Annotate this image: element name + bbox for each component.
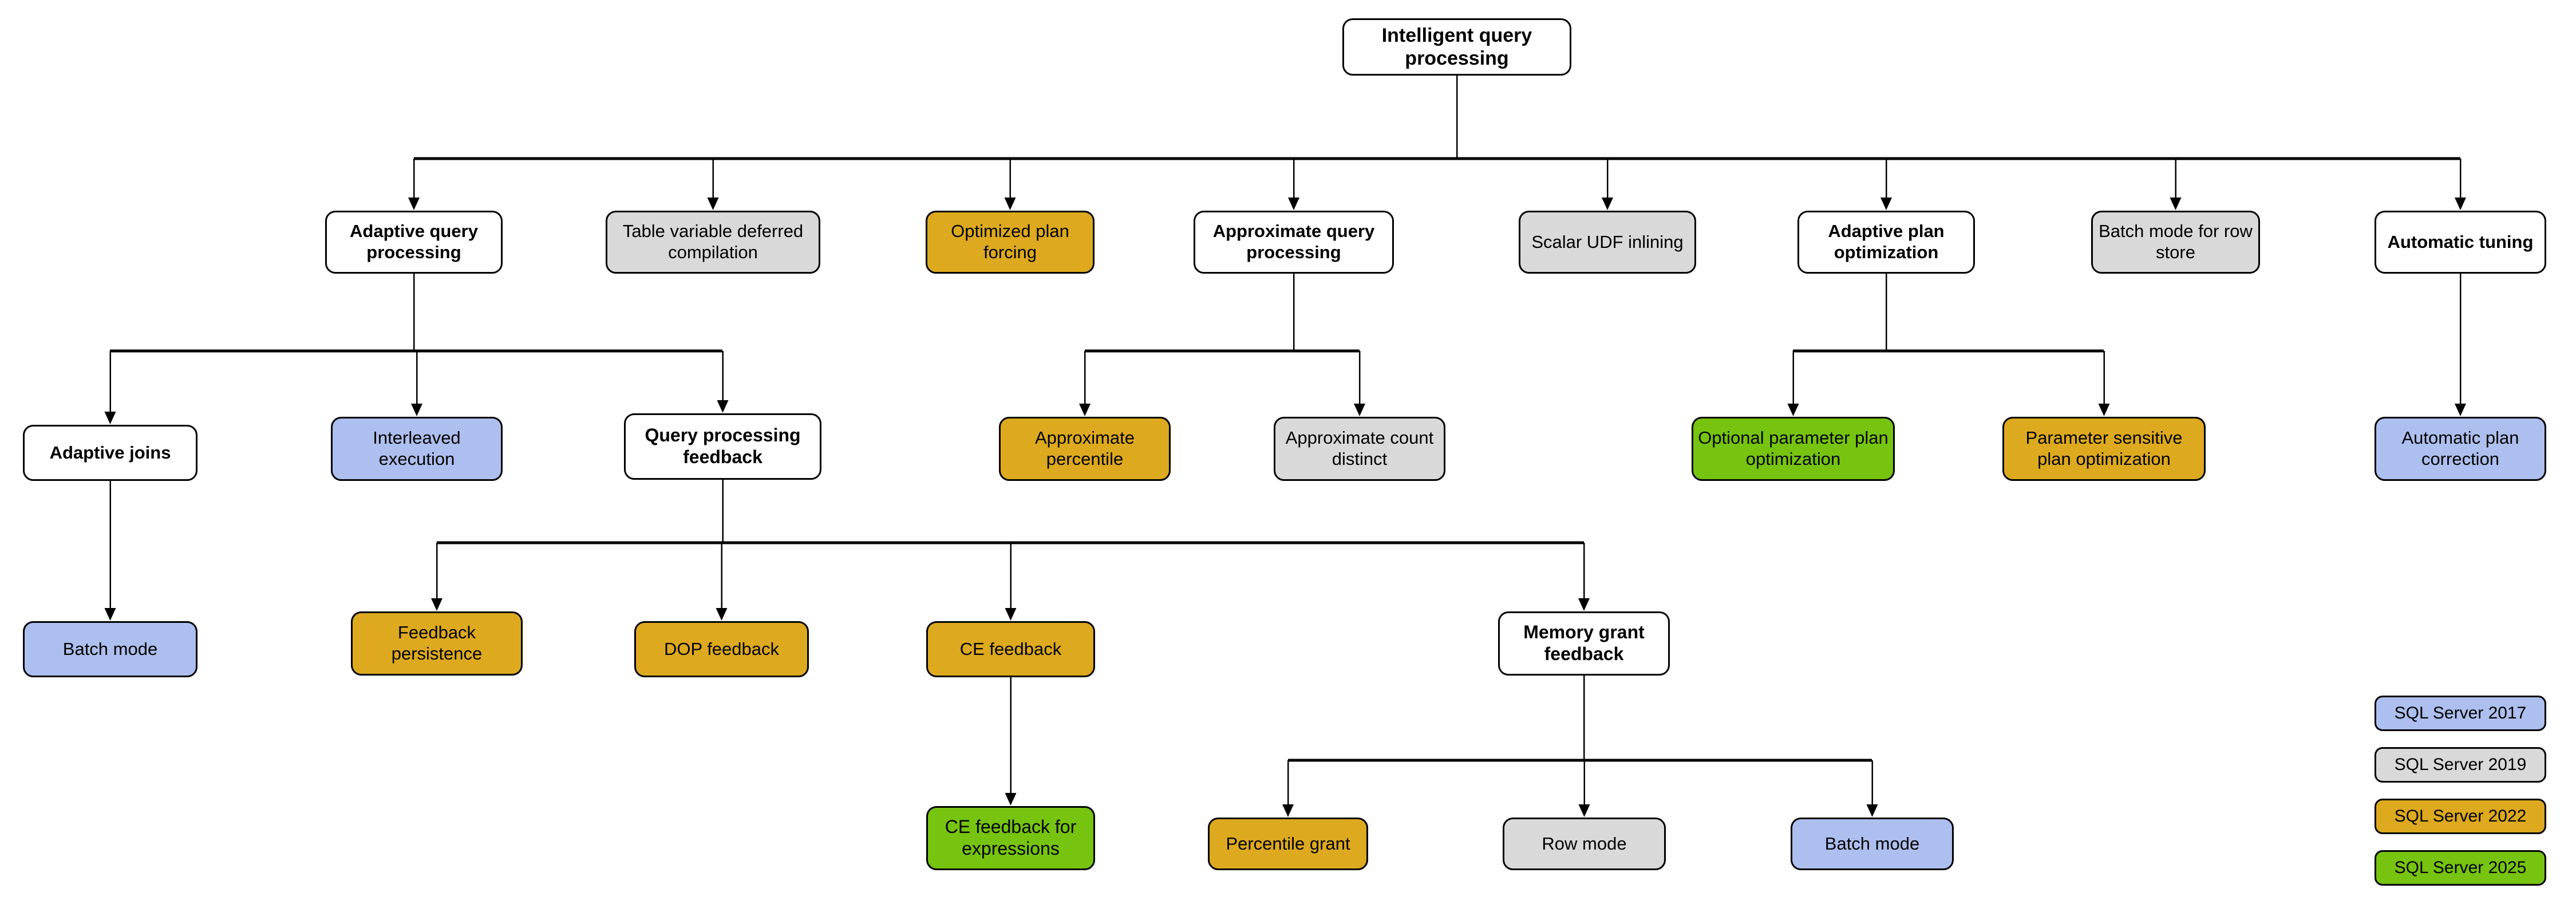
- arrow-head: [1005, 608, 1017, 621]
- node-apct[interactable]: Approximate percentile: [999, 417, 1171, 481]
- node-label: Approximate count distinct: [1285, 428, 1434, 469]
- legend-item-sql-server-2019: SQL Server 2019: [2374, 747, 2546, 783]
- node-label: Optimized plan forcing: [951, 221, 1069, 262]
- arrow-head: [1787, 404, 1799, 416]
- node-bmrs[interactable]: Batch mode for row store: [2091, 211, 2260, 274]
- node-pspo[interactable]: Parameter sensitive plan optimization: [2002, 417, 2206, 481]
- arrow-head: [408, 198, 420, 210]
- node-label: Interleaved execution: [373, 428, 461, 469]
- arrow-head: [1288, 198, 1299, 210]
- arrow-head: [1354, 404, 1365, 416]
- arrow-head: [707, 198, 719, 210]
- node-mgfb[interactable]: Memory grant feedback: [1498, 611, 1670, 676]
- node-ilexec[interactable]: Interleaved execution: [331, 417, 503, 481]
- legend-item-sql-server-2025: SQL Server 2025: [2374, 850, 2546, 886]
- node-label: Optional parameter plan optimization: [1698, 428, 1888, 469]
- node-apo[interactable]: Adaptive plan optimization: [1797, 211, 1975, 274]
- node-tvdc[interactable]: Table variable deferred compilation: [606, 211, 820, 274]
- arrow-head: [1079, 404, 1091, 416]
- node-sudf[interactable]: Scalar UDF inlining: [1519, 211, 1696, 274]
- node-label: Row mode: [1542, 833, 1627, 854]
- arrow-head: [1282, 804, 1294, 817]
- arrow-head: [1578, 598, 1590, 611]
- arrow-head: [411, 404, 422, 416]
- legend-item-label: SQL Server 2025: [2394, 858, 2527, 877]
- node-label: Table variable deferred compilation: [622, 221, 804, 262]
- arrow-head: [717, 400, 729, 413]
- legend-item-sql-server-2022: SQL Server 2022: [2374, 799, 2546, 834]
- node-ajoins[interactable]: Adaptive joins: [23, 425, 197, 481]
- arrow-head: [104, 608, 116, 621]
- arrow-head: [1602, 198, 1613, 210]
- arrow-head: [1880, 198, 1892, 210]
- node-label: Intelligent query processing: [1381, 24, 1532, 69]
- node-label: Automatic tuning: [2387, 231, 2534, 252]
- node-label: Percentile grant: [1226, 833, 1350, 854]
- node-opf[interactable]: Optimized plan forcing: [926, 211, 1095, 274]
- node-label: Feedback persistence: [391, 622, 483, 664]
- node-root[interactable]: Intelligent query processing: [1342, 18, 1571, 76]
- node-label: CE feedback for expressions: [945, 816, 1077, 859]
- node-fbpersist[interactable]: Feedback persistence: [351, 611, 523, 676]
- node-label: Approximate percentile: [1034, 428, 1135, 469]
- node-label: Memory grant feedback: [1523, 622, 1645, 664]
- arrow-head: [2455, 404, 2466, 416]
- node-acd[interactable]: Approximate count distinct: [1274, 417, 1445, 481]
- node-label: Scalar UDF inlining: [1531, 231, 1684, 252]
- node-qpf[interactable]: Query processing feedback: [624, 413, 821, 480]
- arrow-head: [1005, 793, 1017, 806]
- arrow-head: [104, 412, 116, 424]
- node-label: Approximate query processing: [1212, 221, 1375, 262]
- arrow-head: [2170, 198, 2182, 210]
- legend-item-label: SQL Server 2022: [2394, 807, 2527, 826]
- node-bmode2[interactable]: Batch mode: [1791, 818, 1954, 870]
- node-label: Adaptive plan optimization: [1828, 221, 1945, 262]
- legend-item-label: SQL Server 2019: [2394, 755, 2527, 774]
- node-rowmode[interactable]: Row mode: [1503, 818, 1666, 870]
- node-label: Batch mode for row store: [2099, 221, 2253, 262]
- arrow-head: [1578, 804, 1590, 817]
- node-cefbexpr[interactable]: CE feedback for expressions: [926, 806, 1095, 870]
- node-label: Query processing feedback: [645, 425, 801, 467]
- node-label: DOP feedback: [663, 638, 780, 659]
- node-label: Batch mode: [1824, 833, 1920, 854]
- node-label: Parameter sensitive plan optimization: [2025, 428, 2183, 469]
- legend-item-sql-server-2017: SQL Server 2017: [2374, 696, 2546, 731]
- node-label: Batch mode: [62, 638, 158, 659]
- arrow-head: [716, 608, 728, 621]
- node-cefb[interactable]: CE feedback: [926, 621, 1095, 677]
- node-aqp[interactable]: Adaptive query processing: [325, 211, 503, 274]
- node-label: Adaptive joins: [49, 442, 171, 463]
- node-label: Automatic plan correction: [2401, 428, 2519, 469]
- node-dopfb[interactable]: DOP feedback: [634, 621, 809, 677]
- arrow-head: [2455, 198, 2466, 210]
- node-label: CE feedback: [959, 638, 1062, 659]
- node-oppo[interactable]: Optional parameter plan optimization: [1692, 417, 1895, 481]
- legend-item-label: SQL Server 2017: [2394, 704, 2527, 722]
- arrow-head: [2098, 404, 2110, 416]
- arrow-head: [431, 598, 442, 611]
- node-apq[interactable]: Approximate query processing: [1194, 211, 1394, 274]
- node-pctgrant[interactable]: Percentile grant: [1208, 818, 1368, 870]
- node-apc[interactable]: Automatic plan correction: [2374, 417, 2546, 481]
- node-bmode1[interactable]: Batch mode: [23, 621, 197, 677]
- arrow-head: [1866, 804, 1878, 817]
- node-autotune[interactable]: Automatic tuning: [2374, 211, 2546, 274]
- node-label: Adaptive query processing: [350, 221, 478, 262]
- arrow-head: [1004, 198, 1016, 210]
